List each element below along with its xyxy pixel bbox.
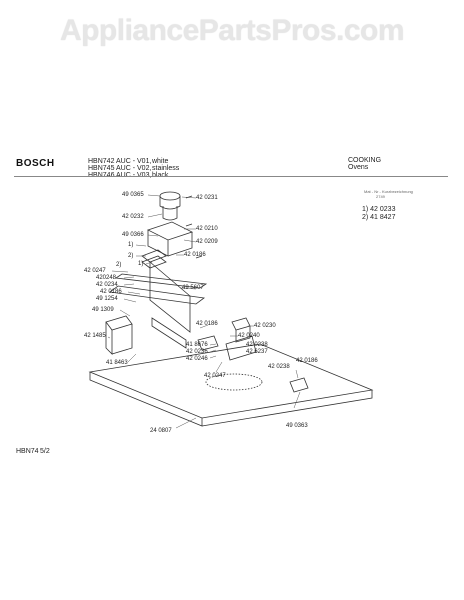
motor-cap	[159, 191, 181, 201]
part-label: 2)	[116, 262, 122, 268]
part-label: 42 6237	[246, 349, 268, 355]
part-label: 42 0247	[204, 373, 226, 379]
model-line-3: HBN746 AUC - V03,	[88, 172, 151, 180]
brand-logo: BOSCH	[16, 158, 55, 169]
footnote-2: 2) 41 8427	[362, 214, 396, 221]
part-label: 24 0807	[150, 428, 172, 434]
part-label: 42 0238	[246, 342, 268, 348]
part-label: 42 0247	[84, 268, 106, 274]
part-label: 42 0234	[96, 282, 118, 288]
footnote-1: 1) 42 0233	[362, 206, 396, 213]
motor-body	[159, 196, 181, 210]
footer-page: 5/2	[40, 448, 50, 455]
model-line-2: HBN745 AUC - V02,	[88, 165, 152, 172]
part-label: 42 1485	[84, 333, 106, 339]
part-label: 42 0236	[186, 349, 208, 355]
header-divider	[14, 176, 448, 177]
model-finish-2: stainless	[152, 165, 180, 172]
footer-code: HBN74	[16, 448, 39, 455]
part-label: 42 0230	[254, 323, 276, 329]
part-label: 41 8676	[186, 342, 208, 348]
part-label: 42 0209	[196, 239, 218, 245]
part-label: 42 0186	[184, 252, 206, 258]
part-label: 49 5607	[182, 285, 204, 291]
model-finish-1: white	[152, 158, 169, 165]
part-label: 42 0186	[196, 321, 218, 327]
part-label: 42 0238	[268, 364, 290, 370]
part-label: 49 0365	[122, 192, 144, 198]
part-label: 1)	[138, 261, 144, 267]
part-label: 42 0232	[122, 214, 144, 220]
part-label: 49 1309	[92, 307, 114, 313]
part-label: 42 0210	[196, 226, 218, 232]
part-label: 2)	[128, 253, 134, 259]
part-label: 49 0363	[286, 423, 308, 429]
part-label: 42 0240	[238, 333, 260, 339]
category-label: COOKING	[348, 157, 382, 164]
part-label: 49 0366	[122, 232, 144, 238]
guide-rail	[114, 273, 208, 289]
part-label: 42 0231	[196, 195, 218, 201]
part-label: 42 0246	[186, 356, 208, 362]
model-finish-3: black	[152, 172, 168, 180]
subcategory-label: Ovens	[348, 164, 369, 171]
part-label: 49 1254	[96, 296, 118, 302]
model-line-1: HBN742 AUC - V01,	[88, 158, 152, 165]
part-label: 420248	[96, 275, 117, 281]
door-panel	[88, 343, 374, 419]
bracket-plate	[149, 261, 191, 333]
material-note-value: 2749	[376, 194, 385, 199]
part-label: 42 0186	[100, 289, 122, 295]
material-note: Mat - Nr - Kurzbezeichnung	[364, 189, 413, 194]
mount-block-top	[146, 221, 194, 241]
part-label: 41 8463	[106, 360, 128, 366]
part-label: 1)	[128, 242, 134, 248]
site-watermark: AppliancePartsPros.com	[59, 14, 405, 47]
part-label: 42 0186	[296, 358, 318, 364]
